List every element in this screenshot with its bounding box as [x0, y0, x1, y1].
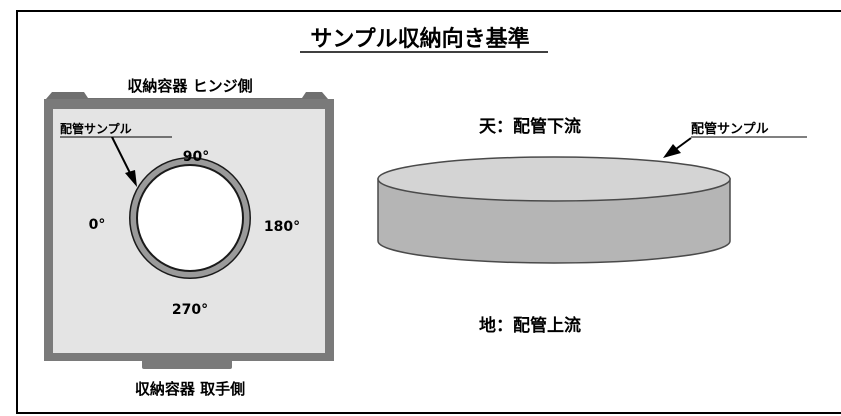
ring-sample	[130, 158, 250, 278]
angle-180-label: 180°	[264, 219, 300, 235]
handle-side-label: 収納容器 取手側	[135, 380, 245, 398]
disc-top	[377, 156, 731, 202]
disc-bottom-label: 地：配管上流	[479, 315, 581, 336]
angle-270-label: 270°	[172, 302, 208, 318]
container-sample-leader	[111, 136, 131, 174]
angle-0-label: 0°	[89, 217, 106, 233]
angle-90-label: 90°	[183, 149, 209, 165]
ring-outer-edge	[129, 157, 251, 279]
disc-sample-arrowhead	[663, 144, 681, 158]
disc-sample-label: 配管サンプル	[691, 121, 769, 137]
disc-top-label: 天：配管下流	[479, 116, 581, 137]
diagram-title: サンプル収納向き基準	[310, 26, 529, 52]
hinge-side-label: 収納容器 ヒンジ側	[127, 77, 252, 95]
container-sample-label: 配管サンプル	[60, 121, 132, 136]
disc-side	[377, 178, 731, 264]
container-sample-arrowhead	[125, 170, 137, 187]
hinge-bar	[46, 92, 328, 99]
container-handle	[142, 359, 232, 369]
disc-sample-leader	[675, 137, 692, 150]
ring-inner-edge	[136, 164, 244, 272]
